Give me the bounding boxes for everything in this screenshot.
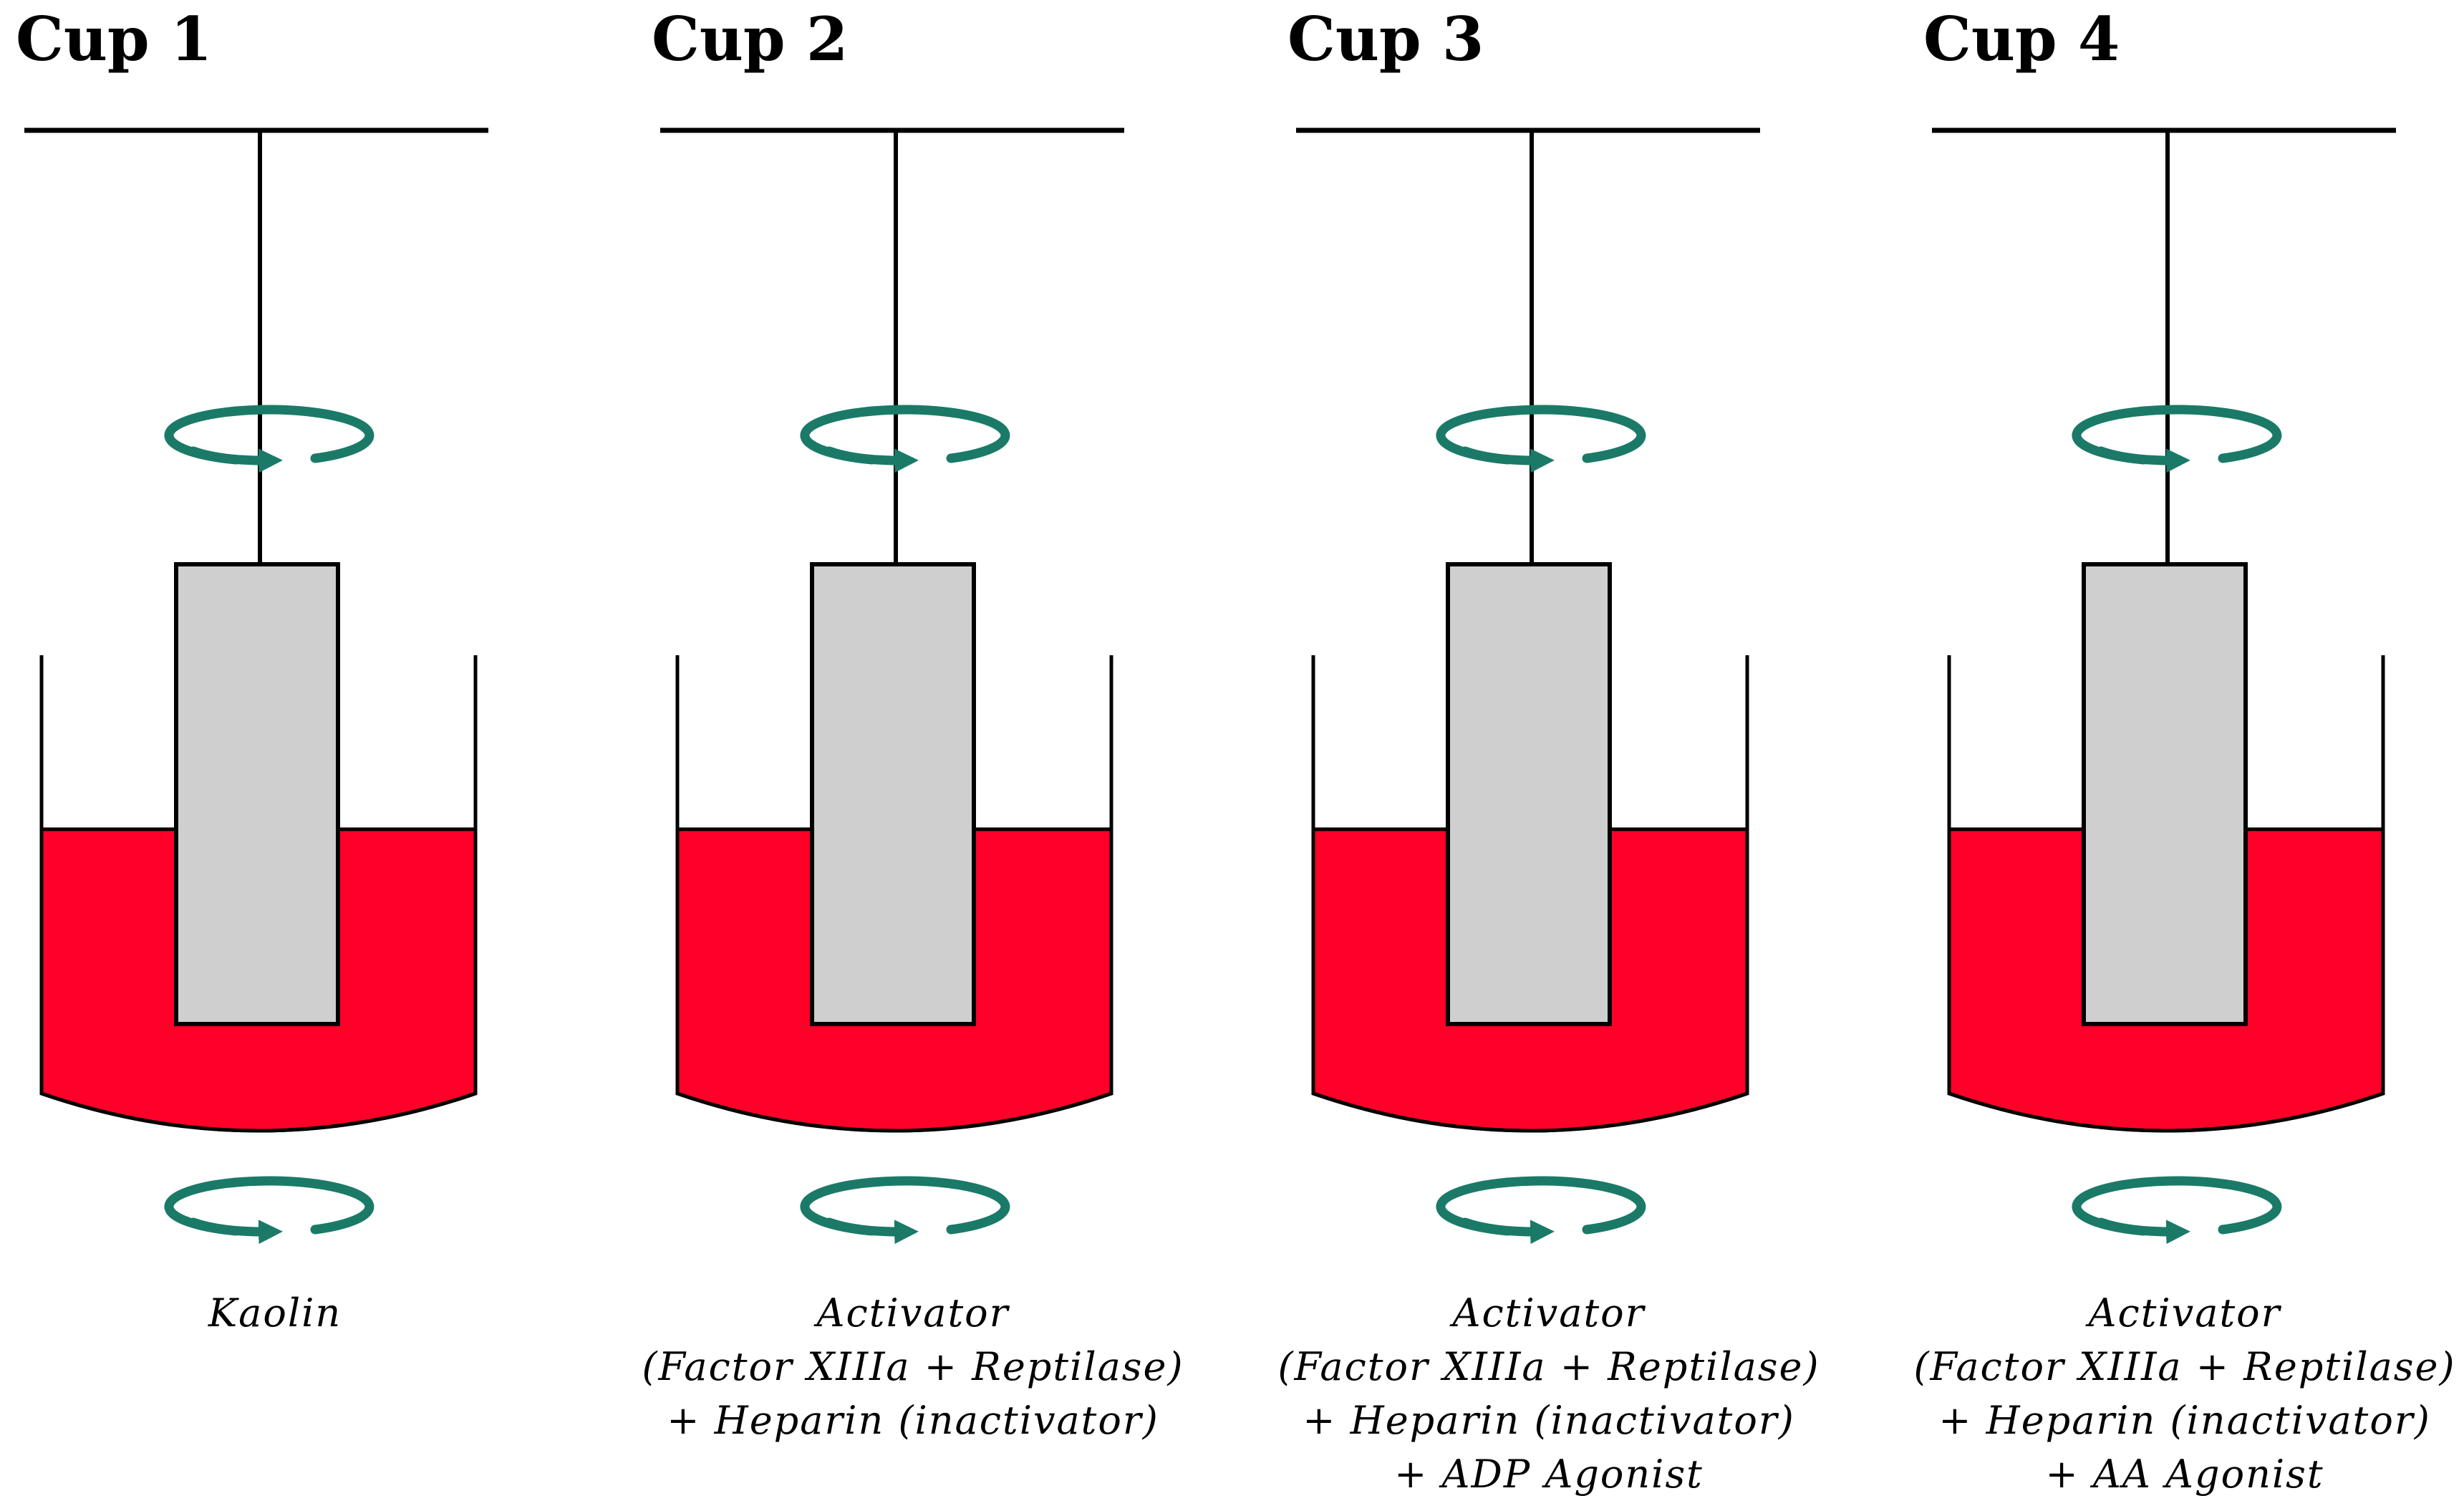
cup-title: Cup 4: [1923, 4, 2120, 74]
caption-line: (Factor XIIIa + Reptilase): [1913, 1344, 2455, 1389]
rotation-arrow-icon: [2072, 1176, 2282, 1236]
caption-line: + AA Agonist: [2045, 1452, 2324, 1497]
cup-wall: [675, 655, 1113, 1133]
rotation-arrowhead-icon: [1460, 1217, 1555, 1245]
cup-wall: [1311, 655, 1749, 1133]
rotation-arrowhead-icon: [188, 446, 283, 473]
caption-line: Activator: [813, 1290, 1010, 1336]
reagent-caption: Activator (Factor XIIIa + Reptilase) + Hep…: [1277, 1290, 1820, 1497]
reagent-caption: Activator (Factor XIIIa + Reptilase) + Hep…: [1913, 1290, 2455, 1497]
pin: [2082, 562, 2248, 1026]
rotation-arrowhead-icon: [1460, 446, 1555, 473]
rotation-arrowhead-icon: [2096, 446, 2190, 473]
rotation-arrowhead-icon: [824, 1217, 919, 1245]
caption-line: + ADP Agonist: [1394, 1452, 1704, 1497]
cup-title: Cup 1: [16, 4, 212, 74]
rotation-arrow-icon: [1436, 405, 1646, 465]
reagent-caption: Kaolin: [208, 1290, 342, 1336]
caption-line: + Heparin (inactivator): [1303, 1398, 1795, 1443]
caption-line: Activator: [1449, 1290, 1646, 1336]
rotation-arrowhead-icon: [824, 446, 919, 473]
pin: [1446, 562, 1612, 1026]
cup-4: Cup 4 Activator (Factor XIIIa + Reptilase)…: [1913, 4, 2455, 1497]
reagent-caption: Activator (Factor XIIIa + Reptilase) + Hep…: [642, 1290, 1184, 1443]
cup-title: Cup 3: [1287, 4, 1484, 74]
rotation-arrow-icon: [164, 405, 375, 465]
cup-wall: [1947, 655, 2385, 1133]
rotation-arrow-icon: [1436, 1176, 1646, 1236]
rotation-arrow-icon: [800, 1176, 1010, 1236]
cup-title: Cup 2: [652, 4, 848, 74]
rotation-arrow-icon: [800, 405, 1010, 465]
rotation-arrow-icon: [164, 1176, 375, 1236]
pin: [174, 562, 340, 1026]
rotation-arrowhead-icon: [188, 1217, 283, 1245]
rotation-arrow-icon: [2072, 405, 2282, 465]
pin: [810, 562, 976, 1026]
cup-1: Cup 1 Kaolin: [16, 4, 488, 1336]
cup-3: Cup 3 Activator (Factor XIIIa + Reptilase)…: [1277, 4, 1820, 1497]
caption-line: (Factor XIIIa + Reptilase): [1277, 1344, 1820, 1389]
caption-line: + Heparin (inactivator): [1938, 1398, 2431, 1443]
caption-line: (Factor XIIIa + Reptilase): [642, 1344, 1184, 1389]
caption-line: Activator: [2085, 1290, 2282, 1336]
cup-2: Cup 2 Activator (Factor XIIIa + Reptilase)…: [642, 4, 1184, 1443]
caption-line: Kaolin: [208, 1290, 342, 1336]
rotation-arrowhead-icon: [2096, 1217, 2190, 1245]
cup-wall: [39, 655, 478, 1133]
caption-line: + Heparin (inactivator): [667, 1398, 1159, 1443]
